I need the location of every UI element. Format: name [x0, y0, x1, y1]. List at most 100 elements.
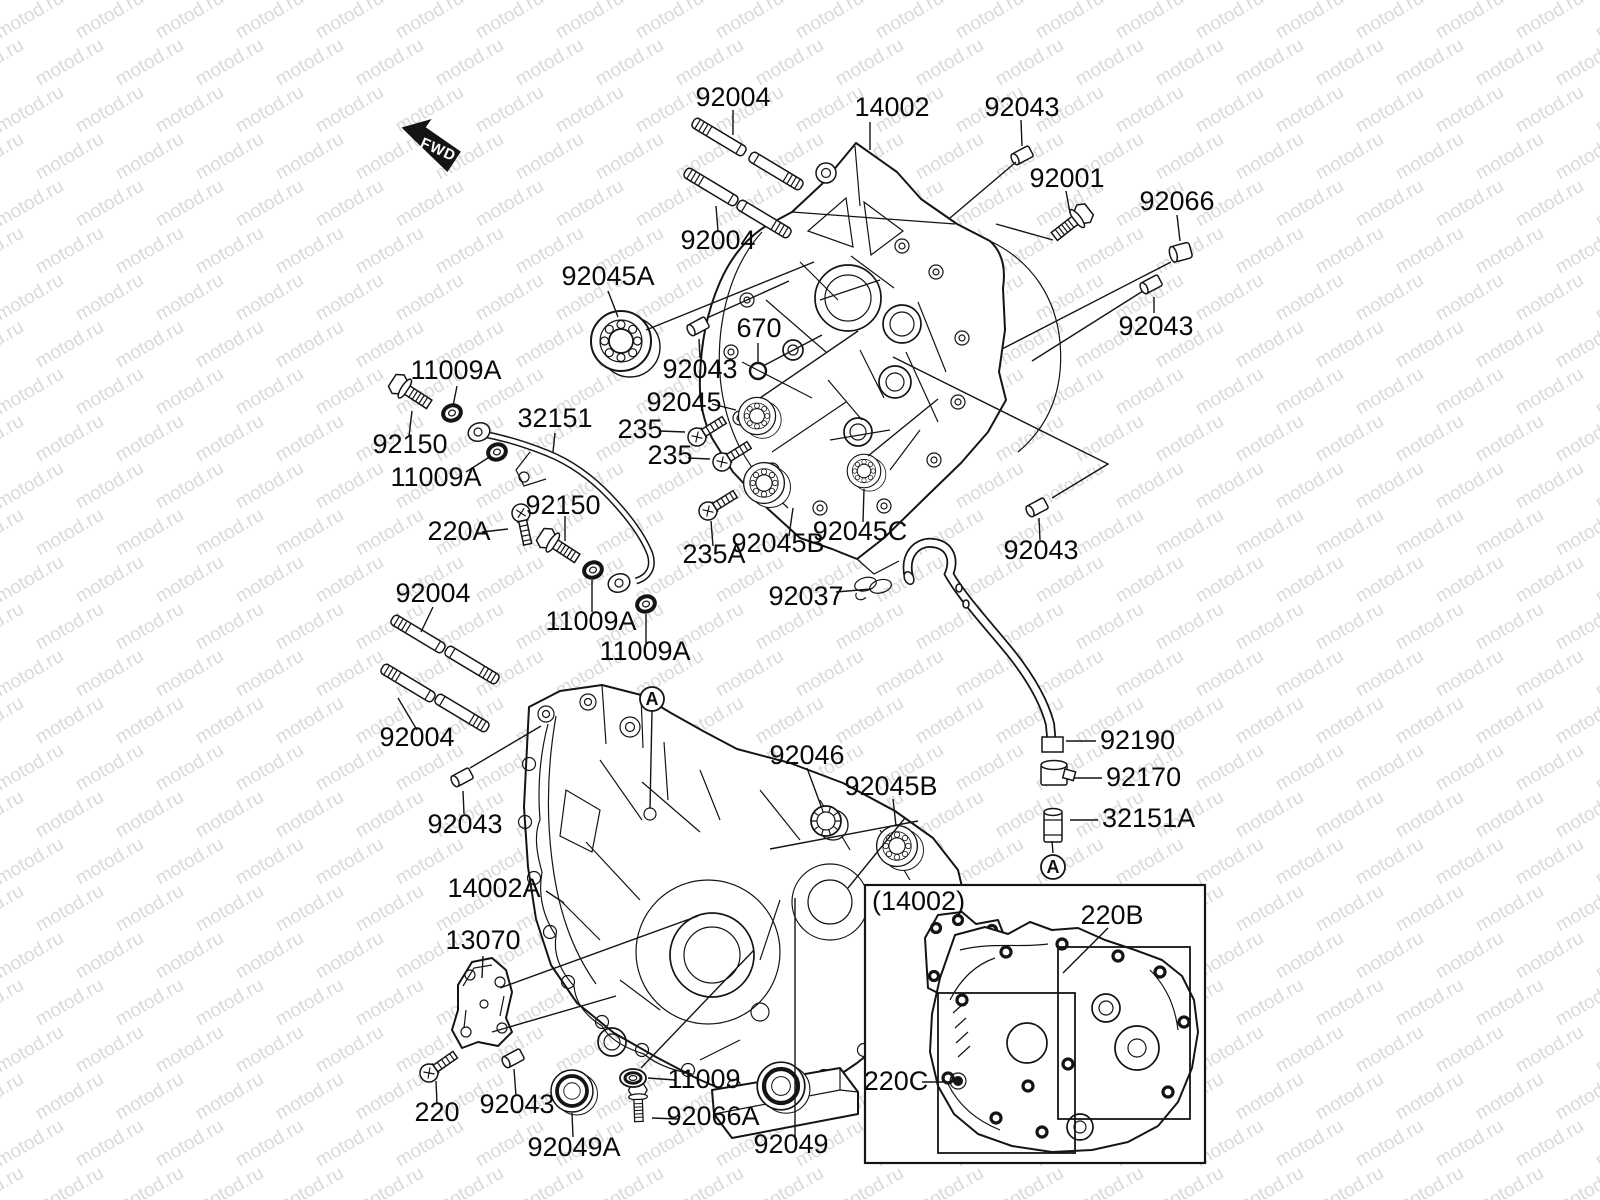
watermark-text: motod.ru: [192, 787, 267, 843]
watermark-text: motod.ru: [312, 646, 387, 702]
reference-markers: AA: [639, 686, 1066, 880]
watermark-text: motod.ru: [1472, 1163, 1547, 1200]
watermark-text: motod.ru: [312, 552, 387, 608]
inset-case-bolts: [941, 937, 1191, 1139]
watermark-text: motod.ru: [712, 0, 787, 43]
watermark-text: motod.ru: [0, 552, 67, 608]
watermark-text: motod.ru: [192, 693, 267, 749]
watermark-text: motod.ru: [912, 1163, 987, 1200]
watermark-text: motod.ru: [352, 787, 427, 843]
watermark-text: motod.ru: [0, 458, 67, 514]
watermark-text: motod.ru: [1232, 975, 1307, 1031]
watermark-text: motod.ru: [1512, 1022, 1587, 1078]
watermark-text: motod.ru: [1112, 364, 1187, 420]
watermark-text: motod.ru: [1072, 1163, 1147, 1200]
watermark-text: motod.ru: [0, 270, 67, 326]
watermark-text: motod.ru: [152, 834, 227, 890]
part-label-92190: 92190: [1100, 725, 1175, 755]
watermark-text: motod.ru: [1272, 0, 1347, 43]
part-label-92066A: 92066A: [666, 1101, 759, 1131]
watermark-text: motod.ru: [1312, 35, 1387, 91]
watermark-text: motod.ru: [1592, 176, 1600, 232]
watermark-text: motod.ru: [32, 1163, 107, 1200]
leader-line: [710, 520, 714, 547]
part-label-92045: 92045: [646, 387, 721, 417]
part-label-13070: 13070: [445, 925, 520, 955]
watermark-text: motod.ru: [992, 35, 1067, 91]
watermark-text: motod.ru: [1432, 1022, 1507, 1078]
watermark-text: motod.ru: [1432, 646, 1507, 702]
watermark-text: motod.ru: [1192, 458, 1267, 514]
watermark-text: motod.ru: [552, 82, 627, 138]
leader-line: [513, 1068, 517, 1097]
watermark-text: motod.ru: [312, 928, 387, 984]
leader-line: [687, 457, 711, 460]
watermark-text: motod.ru: [1272, 176, 1347, 232]
upper-case-bolt-holes: [723, 238, 970, 516]
watermark-text: motod.ru: [872, 0, 947, 43]
watermark-text: motod.ru: [1312, 1069, 1387, 1125]
watermark-text: motod.ru: [0, 505, 27, 561]
watermark-text: motod.ru: [1512, 364, 1587, 420]
watermark-text: motod.ru: [1192, 834, 1267, 890]
breather-hose-92190: [902, 537, 1064, 753]
part-label-92037: 92037: [768, 581, 843, 611]
watermark-text: motod.ru: [192, 881, 267, 937]
part-label-11009: 11009: [667, 1064, 740, 1094]
watermark-text: motod.ru: [272, 1163, 347, 1200]
leader-line: [892, 356, 1110, 499]
watermark-text: motod.ru: [0, 975, 27, 1031]
watermark-text: motod.ru: [952, 458, 1027, 514]
watermark-text: motod.ru: [1032, 0, 1107, 43]
watermark-text: motod.ru: [1152, 505, 1227, 561]
leader-line: [571, 1112, 574, 1138]
watermark-text: motod.ru: [1432, 270, 1507, 326]
part-label-11009A: 11009A: [599, 636, 690, 666]
watermark-text: motod.ru: [1352, 740, 1427, 796]
watermark-text: motod.ru: [1512, 552, 1587, 608]
watermark-text: motod.ru: [312, 270, 387, 326]
pipe-32151A: [1043, 807, 1063, 843]
watermark-text: motod.ru: [1232, 693, 1307, 749]
watermark-text: motod.ru: [0, 928, 67, 984]
leader-line: [545, 890, 565, 904]
watermark-text: motod.ru: [312, 364, 387, 420]
region-box-220B: [1057, 946, 1191, 1120]
watermark-text: motod.ru: [272, 223, 347, 279]
watermark-text: motod.ru: [0, 129, 27, 185]
watermark-text: motod.ru: [32, 787, 107, 843]
watermark-text: motod.ru: [1192, 646, 1267, 702]
watermark-text: motod.ru: [1352, 0, 1427, 43]
watermark-text: motod.ru: [1272, 928, 1347, 984]
watermark-text: motod.ru: [872, 646, 947, 702]
watermark-text: motod.ru: [1392, 223, 1467, 279]
watermark-text: motod.ru: [352, 975, 427, 1031]
watermark-text: motod.ru: [152, 928, 227, 984]
part-label-220: 220: [414, 1097, 459, 1127]
watermark-text: motod.ru: [1592, 646, 1600, 702]
watermark-text: motod.ru: [112, 505, 187, 561]
watermark-text: motod.ru: [72, 0, 147, 43]
watermark-text: motod.ru: [1432, 834, 1507, 890]
leader-line: [469, 725, 542, 769]
watermark-text: motod.ru: [192, 599, 267, 655]
watermark-text: motod.ru: [1232, 505, 1307, 561]
watermark-text: motod.ru: [1592, 82, 1600, 138]
part-label-92043: 92043: [427, 809, 502, 839]
watermark-text: motod.ru: [72, 928, 147, 984]
watermark-text: motod.ru: [32, 1069, 107, 1125]
watermark-text: motod.ru: [1352, 82, 1427, 138]
washer-11009A-1: [438, 400, 466, 426]
watermark-text: motod.ru: [432, 35, 507, 91]
watermark-text: motod.ru: [1232, 1163, 1307, 1200]
part-label-92004: 92004: [379, 722, 454, 752]
watermark-text: motod.ru: [312, 834, 387, 890]
watermark-text: motod.ru: [152, 740, 227, 796]
watermark-text: motod.ru: [112, 693, 187, 749]
watermark-text: motod.ru: [112, 317, 187, 373]
washer-11009: [618, 1067, 648, 1089]
watermark-text: motod.ru: [1392, 129, 1467, 185]
watermark-text: motod.ru: [1112, 458, 1187, 514]
part-label-92150: 92150: [525, 490, 600, 520]
